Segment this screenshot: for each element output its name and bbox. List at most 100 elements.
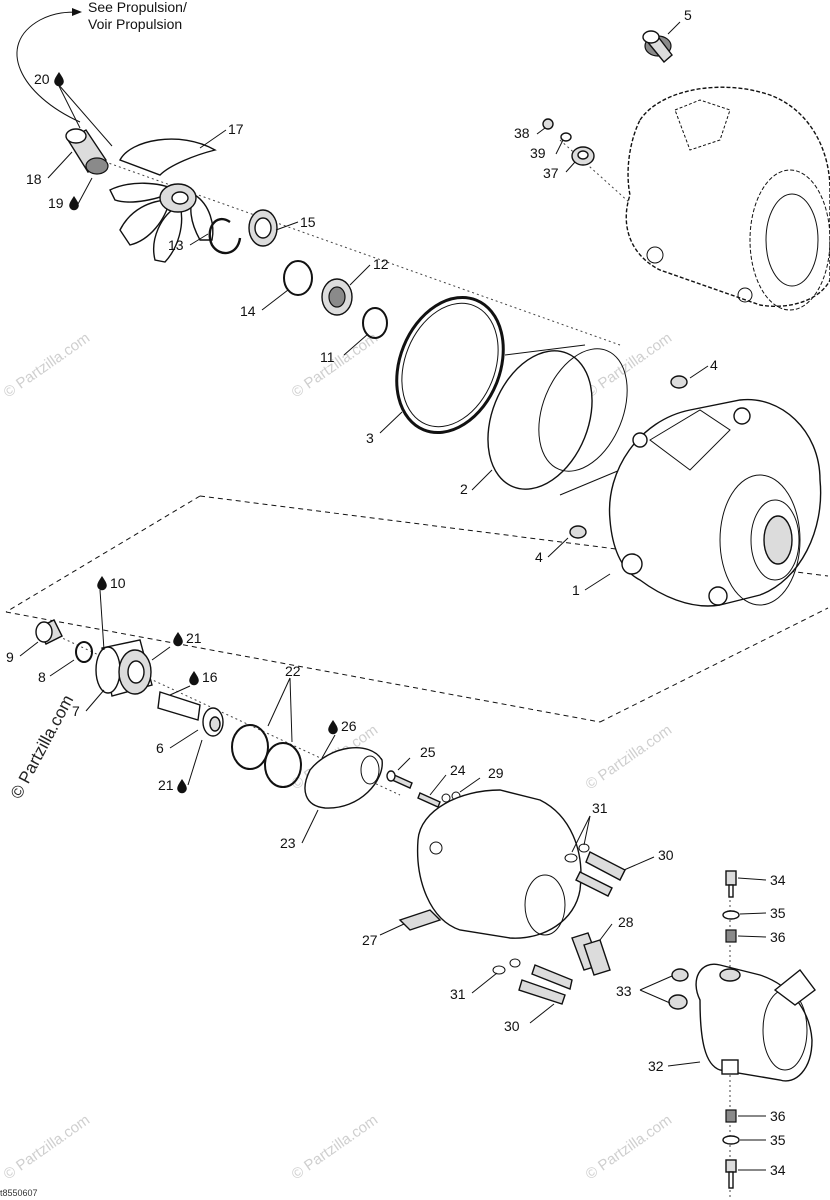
callout-6: 6 (156, 740, 164, 756)
callout-4-lower: 4 (535, 549, 543, 565)
callout-7: 7 (72, 703, 80, 719)
part-28-anodes (571, 932, 611, 976)
callout-19: 19 (48, 195, 64, 211)
callout-29: 29 (488, 765, 504, 781)
part-12-seal (321, 278, 353, 316)
leader-lines (19, 21, 767, 1171)
part-1-pump-housing (608, 398, 822, 607)
dashed-alignment-box (5, 495, 829, 723)
callout-37: 37 (543, 165, 559, 181)
callout-12: 12 (373, 256, 389, 272)
parts-34-35-36-lower (722, 1109, 740, 1189)
callout-35-lower: 35 (770, 1132, 786, 1148)
watermark-7: © Partzilla.com (289, 1111, 382, 1183)
part-33-bushings (668, 968, 689, 1010)
callout-23: 23 (280, 835, 296, 851)
callout-13: 13 (168, 237, 184, 253)
callout-18: 18 (26, 171, 42, 187)
callout-26: 26 (341, 718, 357, 734)
part-13-circlip (208, 218, 242, 255)
part-7-bearing (95, 639, 153, 697)
callout-39: 39 (530, 145, 546, 161)
callout-2: 2 (460, 481, 468, 497)
drop-icon-21-upper (173, 632, 183, 647)
part-25-screw (386, 770, 413, 789)
part-3-wear-ring (395, 295, 505, 435)
callout-35-upper: 35 (770, 905, 786, 921)
watermark-5: © Partzilla.com (583, 721, 676, 793)
part-22-o-rings (231, 724, 302, 788)
callout-16: 16 (202, 669, 218, 685)
propulsion-reference-note: See Propulsion/ Voir Propulsion (16, 0, 187, 123)
callout-17: 17 (228, 121, 244, 137)
drop-icon-10 (97, 576, 107, 591)
part-32-steering-nozzle (695, 963, 816, 1082)
note-curved-arrow (16, 8, 82, 123)
note-line-2: Voir Propulsion (88, 16, 182, 32)
callout-36-upper: 36 (770, 929, 786, 945)
callout-20: 20 (34, 71, 50, 87)
parts-38-39-37 (542, 118, 595, 166)
callout-9: 9 (6, 649, 14, 665)
callout-36-lower: 36 (770, 1108, 786, 1124)
note-line-1: See Propulsion/ (88, 0, 187, 15)
parts-30-31-lower (492, 958, 573, 1005)
callout-27: 27 (362, 932, 378, 948)
callout-3: 3 (366, 430, 374, 446)
part-24-screw (417, 792, 441, 808)
callout-30-upper: 30 (658, 847, 674, 863)
side-watermark: © Partzilla.com (7, 692, 78, 802)
drop-icon-16 (189, 671, 199, 686)
watermark-1: © Partzilla.com (1, 329, 94, 401)
part-11-o-ring (362, 307, 388, 339)
callout-24: 24 (450, 762, 466, 778)
callout-25: 25 (420, 744, 436, 760)
callout-22: 22 (285, 663, 301, 679)
callout-4-upper: 4 (710, 357, 718, 373)
callout-34-lower: 34 (770, 1162, 786, 1178)
part-2-liner (487, 344, 628, 496)
watermark-6: © Partzilla.com (1, 1111, 94, 1183)
part-15-seal (248, 209, 278, 247)
callout-10: 10 (110, 575, 126, 591)
callout-5: 5 (684, 7, 692, 23)
figure-reference: t8550607 (0, 1188, 38, 1198)
part-5-plug (642, 30, 673, 64)
callout-21-upper: 21 (186, 630, 202, 646)
drop-icon-20 (54, 72, 64, 87)
callout-1: 1 (572, 582, 580, 598)
callout-30-lower: 30 (504, 1018, 520, 1034)
callout-31-lower: 31 (450, 986, 466, 1002)
callout-21-lower: 21 (158, 777, 174, 793)
part-9-bushing (35, 619, 63, 645)
watermark-2: © Partzilla.com (289, 329, 382, 401)
upper-pump-housing (625, 86, 830, 311)
part-23-cone (304, 746, 383, 809)
drop-icon-26 (328, 720, 338, 735)
part-14-o-ring (283, 260, 313, 296)
callout-38: 38 (514, 125, 530, 141)
parts-34-35-36-upper (722, 870, 740, 943)
callout-labels: 5 38 39 37 20 17 18 19 13 15 14 12 11 3 … (6, 7, 786, 1178)
callout-34-upper: 34 (770, 872, 786, 888)
lubricant-drop-icons (69, 196, 338, 794)
callout-31-upper: 31 (592, 800, 608, 816)
callout-15: 15 (300, 214, 316, 230)
part-17-impeller (109, 138, 217, 263)
callout-32: 32 (648, 1058, 664, 1074)
callout-14: 14 (240, 303, 256, 319)
part-27-venturi (398, 789, 582, 939)
parts-30-31-upper (564, 843, 626, 897)
part-18-sleeve (65, 128, 109, 175)
part-6-shaft (157, 691, 224, 737)
callout-33: 33 (616, 983, 632, 999)
drop-icon-21-lower (177, 779, 187, 794)
watermark-8: © Partzilla.com (583, 1111, 676, 1183)
part-8-o-ring (75, 641, 93, 663)
watermark-3: © Partzilla.com (583, 329, 676, 401)
drop-icon-19 (69, 196, 79, 211)
callout-8: 8 (38, 669, 46, 685)
callout-11: 11 (320, 349, 335, 365)
part-4-bushings (569, 375, 688, 539)
